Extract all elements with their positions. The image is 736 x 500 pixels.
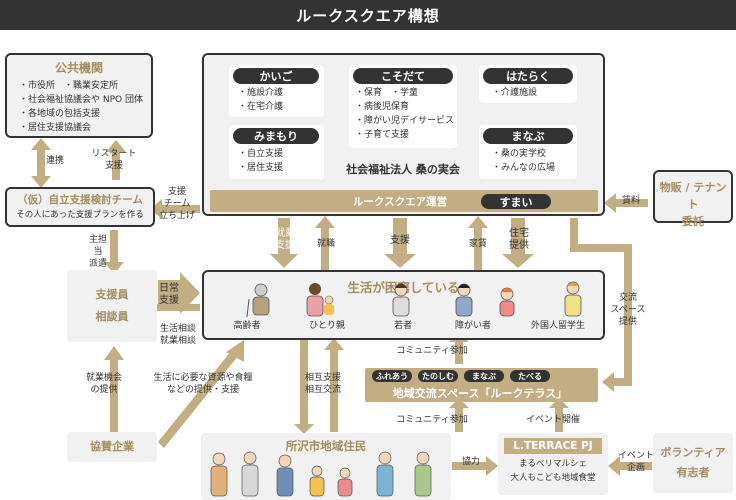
manabu-item: 桑の実学校 <box>492 147 555 161</box>
kaigo-list: 施設介護 在宅介護 <box>238 86 283 114</box>
label-event-plan: イベント 企画 <box>618 451 655 473</box>
need-person-label: 外国人留学生 <box>530 321 585 331</box>
label-consult: 生活相談 就業相談 <box>159 324 196 346</box>
hataraku-list: 介護施設 <box>492 86 537 100</box>
public-item: 市役所 ・職業安定所 <box>19 79 151 93</box>
lterrace-box: L.TERRACE PJ まるべリマルシェ 大人もこども地域食堂 <box>498 433 608 495</box>
child-icon <box>499 287 515 317</box>
label-event-hold: イベント開催 <box>525 415 580 425</box>
corp-name: 社会福祉法人 桑の実会 <box>346 163 460 176</box>
public-item: 各地域の包括支援 <box>19 107 151 121</box>
tenant-label: 物販 / テナント 委託 <box>659 181 727 228</box>
label-team-launch: 支援 チーム 立ち上げ <box>158 187 195 221</box>
label-renkei: 連携 <box>45 156 64 166</box>
label-exchange-space: 交流 スペース 提供 <box>610 293 646 327</box>
need-illustrations <box>246 281 582 318</box>
student-icon <box>564 281 582 317</box>
public-heading: 公共機関 <box>54 61 103 75</box>
pill-manabu: まなぶ <box>483 128 573 144</box>
label-job-opportunity: 就業機会 の提供 <box>85 373 122 395</box>
label-rent: 賃料 <box>621 196 640 206</box>
label-dispatch: 主担当 派遣 <box>88 235 107 269</box>
label-daily-support: 日常 支援 <box>159 283 179 306</box>
sponsor-box: 協賛企業 <box>67 432 157 462</box>
single-parent-icon <box>306 283 334 317</box>
label-resources: 生活に必要な資源や食糧 などの提供・支援 <box>153 373 253 395</box>
label-community-top: コミュニティ参加 <box>396 346 468 356</box>
page-title: ルークスクエア構想 <box>0 0 736 30</box>
pill-kosodate: こそだて <box>353 68 453 84</box>
hataraku-item: 介護施設 <box>492 86 537 100</box>
team-sub: その人にあった支援プランを作る <box>16 210 144 220</box>
need-person-label: 高齢者 <box>233 321 261 331</box>
need-person-label: ひとり親 <box>309 321 345 331</box>
disabled-person-icon <box>455 283 473 317</box>
volunteer-label: ボランティア 有志者 <box>660 446 726 479</box>
need-person-label: 若者 <box>393 321 412 331</box>
support-team-box: （仮）自立支援検討チーム その人にあった支援プランを作る <box>5 187 155 227</box>
volunteer-box: ボランティア 有志者 <box>653 433 733 493</box>
pill-kaigo: かいご <box>233 68 319 84</box>
label-housing: 住宅 提供 <box>509 228 529 251</box>
mimamori-item: 自立支援 <box>238 147 283 161</box>
manabu-item: みんなの広場 <box>492 161 555 175</box>
public-institutions-box: 公共機関 市役所 ・職業安定所 社会福祉協議会や NPO 団体 各地域の包括支援… <box>5 53 153 138</box>
public-item: 社会福祉協議会や NPO 団体 <box>19 93 151 107</box>
lterrace-item: まるべリマルシェ <box>518 459 587 469</box>
staff-label: 支援員 相談員 <box>95 288 129 323</box>
label-community-bottom: コミュニティ参加 <box>396 415 468 425</box>
label-job-support: 就業 支援 <box>275 228 295 251</box>
mimamori-item: 居住支援 <box>238 161 283 175</box>
label-mutual: 相互支援 相互交流 <box>304 373 341 395</box>
label-support: 支援 <box>390 235 410 246</box>
kosodate-item: 障がい児デイサービス <box>355 114 454 128</box>
lterrace-heading: L.TERRACE PJ <box>504 438 602 454</box>
manabu-list: 桑の実学校 みんなの広場 <box>492 147 555 175</box>
kosodate-item: 子育て支援 <box>355 128 454 142</box>
kosodate-item: 病後児保育 <box>355 100 454 114</box>
mimamori-list: 自立支援 居住支援 <box>238 147 283 175</box>
sponsor-label: 協賛企業 <box>90 440 134 453</box>
terrace-name: 地域交流スペース「ルークテラス」 <box>392 387 568 400</box>
residents-heading: 所沢市地域住民 <box>285 439 367 453</box>
tag-manabu: まなぶ <box>464 370 504 382</box>
kosodate-item: 保育 ・学童 <box>355 86 454 100</box>
kaigo-item: 在宅介護 <box>238 100 283 114</box>
pill-mimamori: みまもり <box>233 128 319 144</box>
residents-illustrations <box>210 451 432 497</box>
kaigo-item: 施設介護 <box>238 86 283 100</box>
label-rent-paid: 家賃 <box>468 239 487 249</box>
pill-sumai: すまい <box>481 194 551 209</box>
operation-label: ルークスクエア運営 <box>352 196 448 208</box>
tag-tanoshimu: たのしむ <box>418 370 458 382</box>
public-list: 市役所 ・職業安定所 社会福祉協議会や NPO 団体 各地域の包括支援 居住支援… <box>19 79 151 135</box>
young-person-icon <box>392 283 410 317</box>
pill-hataraku: はたらく <box>483 68 573 84</box>
kosodate-list: 保育 ・学童 病後児保育 障がい児デイサービス 子育て支援 <box>355 86 454 142</box>
lterrace-item: 大人もこども地域食堂 <box>510 473 596 483</box>
public-item: 居住支援協議会 <box>19 121 151 135</box>
team-heading: （仮）自立支援検討チーム <box>17 194 143 206</box>
staff-box: 支援員 相談員 <box>67 270 157 342</box>
elderly-person-icon <box>246 283 270 318</box>
need-person-label: 障がい者 <box>454 321 491 331</box>
label-cooperation: 協力 <box>461 457 480 467</box>
label-restart: リスタート 支援 <box>91 149 137 171</box>
title-text: ルークスクエア構想 <box>296 6 440 25</box>
tag-taberu: たべる <box>510 370 550 382</box>
label-employment: 就職 <box>316 239 335 249</box>
tenant-box: 物販 / テナント 委託 <box>653 170 733 228</box>
tag-fureau: ふれあう <box>372 370 412 382</box>
